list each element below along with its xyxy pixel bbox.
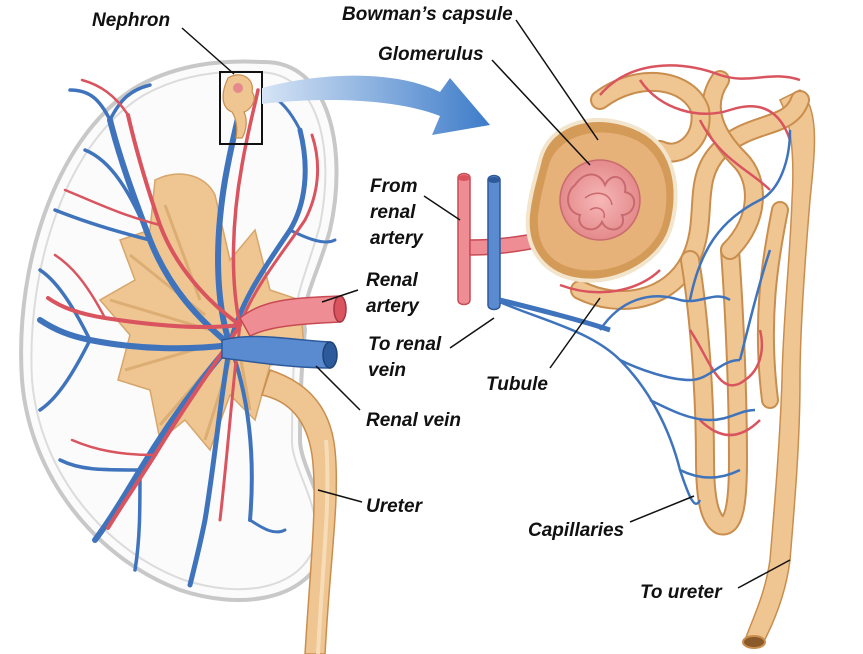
label-renal-vein: Renal vein bbox=[366, 410, 461, 432]
label-capillaries: Capillaries bbox=[528, 520, 624, 542]
label-renal-artery-line1: Renal bbox=[366, 270, 418, 292]
leader-tubule bbox=[550, 298, 600, 368]
label-to-renal-vein-line2: vein bbox=[368, 360, 406, 382]
label-glomerulus: Glomerulus bbox=[378, 44, 484, 66]
label-renal-artery-line2: artery bbox=[366, 296, 419, 318]
leader-to-renal-vein bbox=[450, 318, 494, 348]
kidney bbox=[21, 62, 346, 654]
label-from-renal-artery-line2: renal bbox=[370, 202, 415, 224]
label-bowmans-capsule: Bowman’s capsule bbox=[342, 4, 513, 26]
label-to-ureter: To ureter bbox=[640, 582, 722, 604]
leader-from-renal-artery bbox=[424, 196, 460, 220]
leader-glomerulus bbox=[492, 60, 590, 165]
label-ureter: Ureter bbox=[366, 496, 422, 518]
nephron-detail bbox=[458, 65, 814, 648]
glomerulus bbox=[560, 160, 640, 240]
leader-renal-vein bbox=[316, 366, 360, 410]
label-from-renal-artery-line3: artery bbox=[370, 228, 423, 250]
label-tubule: Tubule bbox=[486, 374, 548, 396]
label-to-renal-vein-line1: To renal bbox=[368, 334, 441, 356]
leader-capillaries bbox=[630, 496, 694, 522]
leader-bowmans-capsule bbox=[516, 20, 598, 140]
label-from-renal-artery-line1: From bbox=[370, 176, 418, 198]
label-nephron: Nephron bbox=[92, 10, 170, 32]
